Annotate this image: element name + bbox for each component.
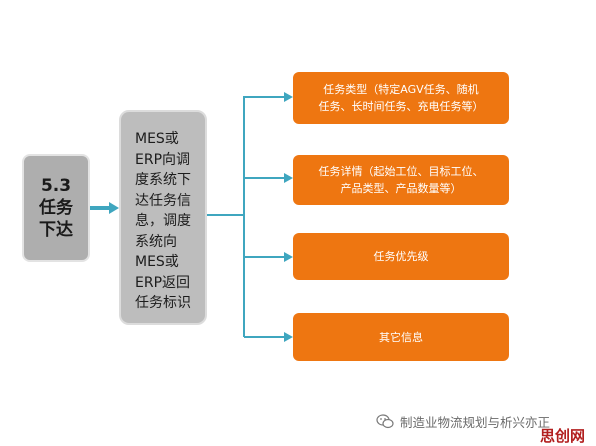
root-to-middle-arrow	[90, 202, 119, 214]
watermark-text: 制造业物流规划与析兴亦正	[400, 415, 551, 430]
site-watermark: 思创网	[540, 427, 586, 445]
leaf-node-other-info: 其它信息	[293, 313, 509, 361]
middle-node: MES或 ERP向调 度系统下 达任务信 息，调度 系统向 MES或 ERP返回…	[119, 110, 207, 325]
leaf-node-label: 任务详情（起始工位、目标工位、 产品类型、产品数量等）	[318, 165, 484, 195]
branch-arrow-3	[244, 332, 293, 342]
root-node: 5.3 任务 下达	[22, 154, 90, 262]
branch-arrow-1	[244, 173, 293, 183]
leaf-node-task-type: 任务类型（特定AGV任务、随机 任务、长时间任务、充电任务等）	[293, 72, 509, 124]
leaf-node-task-priority: 任务优先级	[293, 233, 509, 280]
leaf-node-label: 任务优先级	[373, 250, 429, 263]
watermark: 制造业物流规划与析兴亦正	[376, 412, 550, 431]
wechat-icon	[376, 414, 394, 429]
root-node-label: 5.3 任务 下达	[39, 176, 73, 240]
leaf-node-label: 任务类型（特定AGV任务、随机 任务、长时间任务、充电任务等）	[318, 83, 484, 113]
branch-arrow-0	[244, 92, 293, 102]
middle-node-label: MES或 ERP向调 度系统下 达任务信 息，调度 系统向 MES或 ERP返回…	[135, 131, 191, 311]
branch-arrow-2	[244, 252, 293, 262]
leaf-node-label: 其它信息	[379, 330, 423, 344]
leaf-node-task-details: 任务详情（起始工位、目标工位、 产品类型、产品数量等）	[293, 155, 509, 205]
